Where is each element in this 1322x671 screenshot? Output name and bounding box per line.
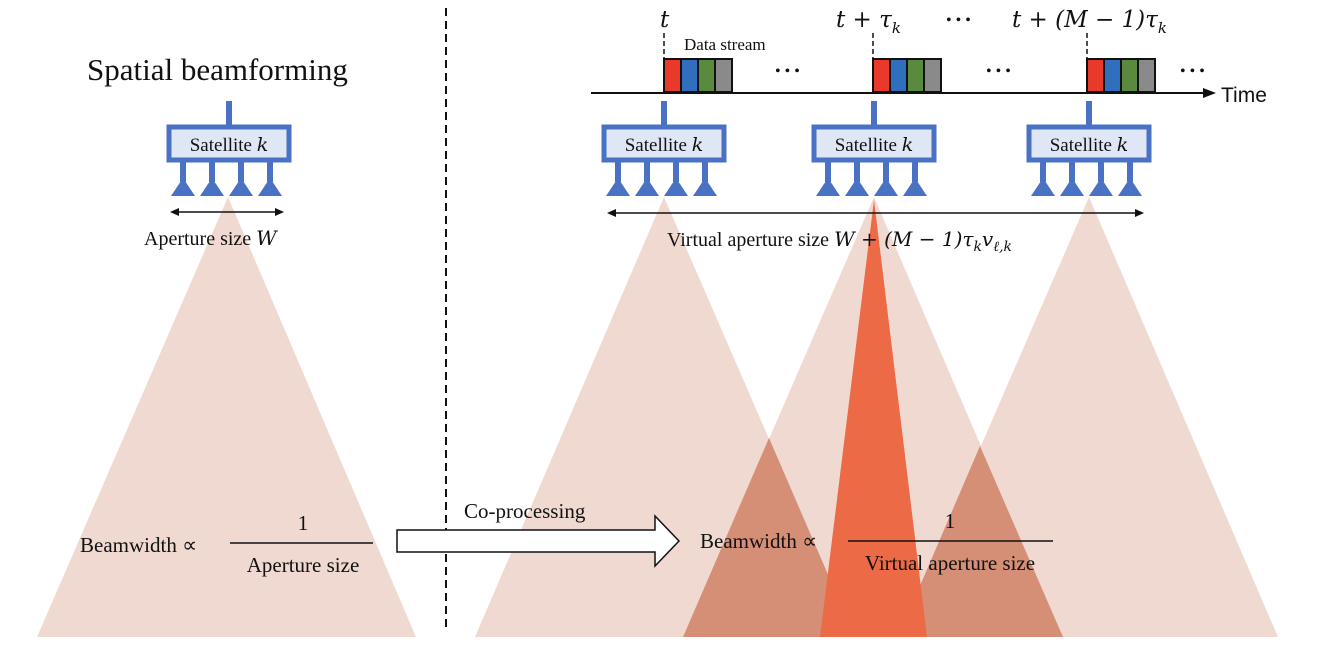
feed-stem: [1069, 160, 1075, 182]
ellipsis-2: • • •: [986, 63, 1011, 80]
feed-horn-icon: [1060, 178, 1084, 196]
co-processing-label: Co-processing: [464, 499, 586, 523]
satellite-left: Satellite k: [166, 101, 292, 196]
co-processing-arrow: [396, 514, 681, 568]
feed-stem: [615, 160, 621, 182]
beam-overlap-1: [683, 438, 855, 637]
data-packet: [906, 58, 925, 93]
feed-stem: [883, 160, 889, 182]
ellipsis-3: • • •: [1180, 63, 1205, 80]
data-stream-label: Data stream: [684, 35, 766, 54]
feed-horn-icon: [664, 178, 688, 196]
feed-horn-icon: [874, 178, 898, 196]
antenna-stem: [1086, 101, 1092, 127]
feed-horn-icon: [693, 178, 717, 196]
feed-horn-icon: [200, 178, 224, 196]
time-label: Time: [1221, 84, 1267, 107]
beamwidth-label-left: Beamwidth ∝: [80, 533, 197, 557]
data-packets: [663, 58, 1156, 93]
feed-horn-icon: [1031, 178, 1055, 196]
satellite-right-1: Satellite k: [601, 101, 727, 196]
satellite-label: Satellite k: [835, 134, 914, 156]
data-packet: [714, 58, 733, 93]
satellite-label: Satellite k: [625, 134, 704, 156]
time-marker-t: t: [660, 7, 670, 33]
feed-stem: [854, 160, 860, 182]
beam-focused: [820, 200, 927, 637]
feed-stem: [180, 160, 186, 182]
fraction-numerator-left: 1: [298, 511, 309, 535]
data-packet: [1103, 58, 1122, 93]
data-packet: [1137, 58, 1156, 93]
feed-horn-icon: [635, 178, 659, 196]
aperture-label: Aperture size W: [144, 226, 278, 250]
antenna-stem: [871, 101, 877, 127]
data-packet: [680, 58, 699, 93]
satellite-label: Satellite k: [190, 134, 269, 156]
virtual-aperture-arrow: [607, 209, 1144, 217]
ellipsis-top: • • •: [946, 12, 971, 29]
feed-stem: [673, 160, 679, 182]
feed-stem: [1040, 160, 1046, 182]
data-packet: [1120, 58, 1139, 93]
data-packet: [1086, 58, 1105, 93]
satellite-body: [601, 124, 727, 163]
feed-stem: [1127, 160, 1133, 182]
feed-horn-icon: [903, 178, 927, 196]
feed-stem: [1098, 160, 1104, 182]
data-packet: [872, 58, 891, 93]
time-marker-t-plus-tau: t + τk: [836, 7, 901, 37]
feed-horn-icon: [258, 178, 282, 196]
data-packet: [889, 58, 908, 93]
beam-left: [37, 197, 416, 637]
feed-horn-icon: [171, 178, 195, 196]
satellite-right-3: Satellite k: [1026, 101, 1152, 196]
satellite-body: [811, 124, 937, 163]
ellipsis-1: • • •: [775, 63, 800, 80]
antenna-stem: [226, 101, 232, 127]
left-title: Spatial beamforming: [87, 52, 348, 87]
antenna-stem: [661, 101, 667, 127]
data-packet: [663, 58, 682, 93]
aperture-arrow-left: [170, 208, 284, 216]
feed-horn-icon: [1118, 178, 1142, 196]
data-packet: [697, 58, 716, 93]
feed-horn-icon: [816, 178, 840, 196]
fraction-denominator-left: Aperture size: [247, 553, 360, 577]
feed-horn-icon: [1089, 178, 1113, 196]
feed-horn-icon: [229, 178, 253, 196]
feed-stem: [209, 160, 215, 182]
feed-horn-icon: [845, 178, 869, 196]
feed-stem: [238, 160, 244, 182]
satellite-body: [166, 124, 292, 163]
fraction-denominator-right: Virtual aperture size: [865, 551, 1035, 575]
feed-stem: [267, 160, 273, 182]
feed-stem: [702, 160, 708, 182]
feed-stem: [825, 160, 831, 182]
fraction-numerator-right: 1: [945, 509, 956, 533]
feed-stem: [644, 160, 650, 182]
satellite-body: [1026, 124, 1152, 163]
satellite-label: Satellite k: [1050, 134, 1129, 156]
satellite-right-2: Satellite k: [811, 101, 937, 196]
data-packet: [923, 58, 942, 93]
time-marker-t-plus-m: t + (M − 1)τk: [1012, 7, 1167, 37]
feed-stem: [912, 160, 918, 182]
beamwidth-label-right: Beamwidth ∝: [700, 529, 817, 553]
feed-horn-icon: [606, 178, 630, 196]
virtual-aperture-label: Virtual aperture size W + (M − 1)τkvℓ,k: [667, 227, 1012, 255]
